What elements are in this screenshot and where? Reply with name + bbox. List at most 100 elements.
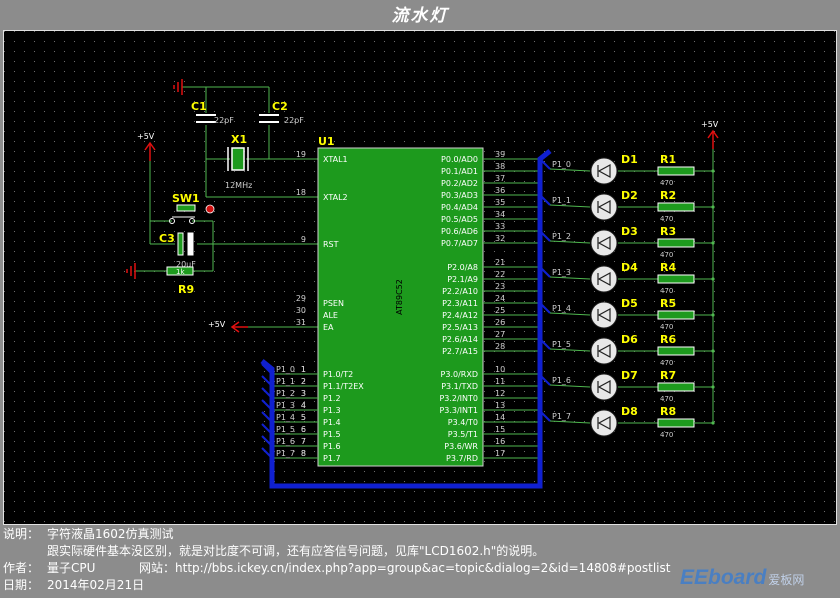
led-body	[590, 409, 618, 437]
chip-right-pin-number: 39	[495, 150, 505, 159]
chip-right-pin-name: P3.4/T0	[448, 418, 478, 427]
bus-left-index: 7	[301, 437, 306, 446]
led-symbol	[597, 235, 611, 251]
resistor-ref: R1	[660, 153, 676, 166]
chip-left-pin-name: XTAL2	[323, 193, 348, 202]
chip-left-pin-number: 3	[301, 389, 306, 398]
chip-left-pin-number: 6	[301, 425, 306, 434]
site-label: 网站：	[139, 561, 176, 575]
vcc-right-label: +5V	[701, 120, 719, 129]
chip-right-pin-number: 23	[495, 282, 505, 291]
bus-left-label: P1_3	[276, 401, 295, 410]
bus-left-label: P1_4	[276, 413, 295, 422]
chip-right-pin-number: 15	[495, 425, 505, 434]
schematic-canvas[interactable]: C1 22pF C2 22pF X1 12MHz +5V	[3, 30, 837, 525]
chip-right-pin-name: P3.1/TXD	[441, 382, 478, 391]
vcc-ea-label: +5V	[208, 320, 226, 329]
chip-right-pin-name: P2.2/A10	[442, 287, 478, 296]
chip-right-pin-name: P2.5/A13	[442, 323, 478, 332]
led-symbol	[597, 163, 611, 179]
led-net-label: P1_1	[552, 196, 571, 205]
resistor-body	[657, 310, 695, 320]
resistor-body	[657, 166, 695, 176]
led-net-wire	[549, 240, 591, 244]
desc-row: 说明： 字符液晶1602仿真测试	[3, 526, 174, 543]
chip-right-pin-number: 17	[495, 449, 505, 458]
author-value: 量子CPU	[47, 561, 96, 575]
chip-left-pin-number: 7	[301, 437, 306, 446]
bus-entry-right	[539, 302, 551, 314]
bus-left-label: P1_1	[276, 377, 295, 386]
resistor-ref: R5	[660, 297, 676, 310]
bus-entry	[261, 387, 273, 399]
chip-left-pin-name: XTAL1	[323, 155, 348, 164]
bus-left-label: P1_0	[276, 365, 295, 374]
led-body	[590, 157, 618, 185]
bus-entry-right	[539, 194, 551, 206]
chip-right-pin-name: P2.0/A8	[447, 263, 478, 272]
bus-entry	[261, 411, 273, 423]
bus-entry	[261, 447, 273, 459]
chip-right-pin-number: 36	[495, 186, 505, 195]
led-ref: D5	[621, 297, 638, 310]
capacitor-c3	[177, 232, 194, 256]
chip-left-pin-name: EA	[323, 323, 334, 332]
desc-label: 说明：	[3, 527, 40, 541]
site-link[interactable]: http://bbs.ickey.cn/index.php?app=group&…	[175, 561, 671, 575]
resistor-body	[657, 238, 695, 248]
chip-right-pin-number: 22	[495, 270, 505, 279]
chip-right-pins: 39P0.0/AD038P0.1/AD137P0.2/AD236P0.3/AD3…	[439, 150, 540, 463]
led-symbol	[597, 343, 611, 359]
resistor-value: 470	[660, 251, 673, 259]
chip-right-pin-number: 34	[495, 210, 505, 219]
x1-value: 12MHz	[225, 181, 252, 190]
info-panel: 说明：字符液晶1602仿真测试 跟实际硬件基本没区别，就是对比度不可调，还有应答…	[0, 526, 840, 598]
resistor-ref: R7	[660, 369, 676, 382]
ground-symbol-reset	[126, 263, 136, 279]
led-symbol	[597, 271, 611, 287]
chip-left-pin-name: P1.3	[323, 406, 341, 415]
chip-right-pin-number: 24	[495, 294, 505, 303]
bus-left-label: P1_7	[276, 449, 295, 458]
oscillator-circuit	[182, 86, 318, 245]
resistor-body	[657, 202, 695, 212]
resistor-value: 470	[660, 179, 673, 187]
chip-part: AT89C52	[395, 279, 404, 315]
chip-right-pin-number: 32	[495, 234, 505, 243]
c2-value: 22pF	[284, 116, 304, 125]
led-ref: D7	[621, 369, 638, 382]
author-label: 作者：	[3, 561, 40, 575]
resistor-ref: R4	[660, 261, 676, 274]
bus-left-index: 1	[301, 365, 306, 374]
chip-right-pin-name: P2.7/A15	[442, 347, 478, 356]
chip-right-pin-name: P2.4/A12	[442, 311, 478, 320]
resistor-value: 470	[660, 395, 673, 403]
chip-right-pin-name: P0.1/AD1	[441, 167, 478, 176]
chip-left-pin-name: P1.7	[323, 454, 341, 463]
chip-right-pin-number: 10	[495, 365, 505, 374]
bus-left-label: P1_6	[276, 437, 295, 446]
switch-sw1	[169, 204, 215, 224]
reset-circuit	[135, 161, 214, 272]
led-symbol	[597, 199, 611, 215]
watermark-suffix: 爱板网	[768, 573, 805, 587]
led-net-label: P1_5	[552, 340, 571, 349]
resistor-value: 470	[660, 431, 673, 439]
bus-left-index: 6	[301, 425, 306, 434]
desc-line1: 字符液晶1602仿真测试	[47, 527, 174, 541]
chip-right-pin-name: P2.1/A9	[447, 275, 478, 284]
led-net-label: P1_4	[552, 304, 571, 313]
bus-entry-right	[539, 230, 551, 242]
chip-ref: U1	[318, 135, 335, 148]
chip-right-pin-name: P3.2/INT0	[439, 394, 478, 403]
x1-ref: X1	[231, 133, 247, 146]
chip-right-pin-number: 27	[495, 330, 505, 339]
bus-entry-right	[539, 338, 551, 350]
led-ref: D8	[621, 405, 638, 418]
bus-left-label: P1_5	[276, 425, 295, 434]
page-title: 流水灯	[391, 6, 449, 26]
resistor-value: 470	[660, 359, 673, 367]
r9-ref: R9	[178, 283, 194, 296]
chip-right-pin-number: 33	[495, 222, 505, 231]
resistor-body	[657, 346, 695, 356]
